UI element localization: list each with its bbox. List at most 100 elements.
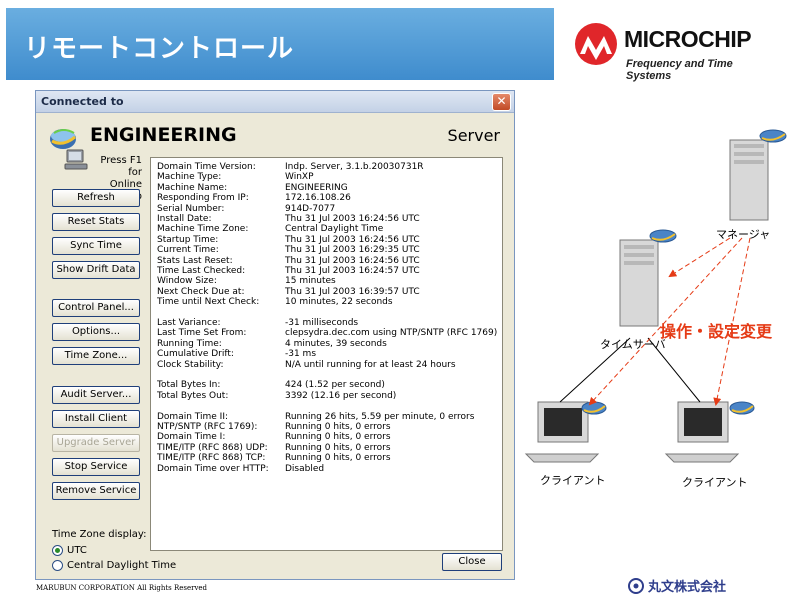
operation-label: 操作・設定変更 [660, 322, 773, 341]
info-row-label: Machine Type: [157, 172, 222, 183]
info-row: Domain Time Version: Indp. Server, 3.1.b.… [157, 162, 497, 172]
connected-dialog: Connected to ✕ ENGINEERING Server Press … [35, 90, 515, 580]
machine-name-heading: ENGINEERING [90, 124, 237, 146]
info-row-value: Indp. Server, 3.1.b.20030731R [285, 162, 424, 172]
info-row [157, 370, 497, 380]
manager-server-icon [729, 129, 787, 221]
info-row-label: TIME/ITP (RFC 868) UDP: [157, 442, 268, 453]
info-row-label: Clock Stability: [157, 359, 224, 370]
info-row-value: Thu 31 Jul 2003 16:24:56 UTC [285, 234, 420, 245]
slide-title: リモートコントロール [24, 34, 295, 64]
marubun-logo-icon [628, 578, 644, 594]
info-row-value: Thu 31 Jul 2003 16:24:56 UTC [285, 214, 420, 224]
info-row-label: Cumulative Drift: [157, 349, 234, 360]
info-row: Machine Time Zone:Central Daylight Time [157, 224, 497, 234]
info-row-label: Next Check Due at: [157, 286, 245, 297]
info-row-label: Domain Time I: [157, 432, 226, 443]
help-computer-icon [64, 149, 88, 170]
info-row-label: TIME/ITP (RFC 868) TCP: [157, 453, 266, 464]
logo-subtitle: Frequency and Time Systems [626, 58, 733, 82]
info-row-value: Thu 31 Jul 2003 16:29:35 UTC [285, 245, 420, 256]
reset-stats-button[interactable]: Reset Stats [52, 213, 140, 231]
info-row: Domain Time II: Running 26 hits, 5.59 per… [157, 412, 497, 422]
info-row: Stats Last Reset: Thu 31 Jul 2003 16:24:5… [157, 256, 497, 266]
info-row-label: Last Time Set From: [157, 328, 247, 339]
time-zone-button[interactable]: Time Zone... [52, 347, 140, 365]
time-server-icon [619, 229, 677, 327]
info-row-value: Thu 31 Jul 2003 16:39:57 UTC [285, 286, 420, 297]
show-drift-data-button[interactable]: Show Drift Data [52, 261, 140, 279]
info-row-value: Thu 31 Jul 2003 16:24:56 UTC [285, 255, 420, 266]
close-button[interactable]: Close [442, 553, 502, 571]
tz-radio-utc[interactable]: UTC [52, 545, 252, 557]
options-button[interactable]: Options... [52, 323, 140, 341]
network-diagram [524, 129, 787, 463]
tz-radio-local[interactable]: Central Daylight Time [52, 560, 252, 572]
microchip-emblem-icon [575, 23, 617, 65]
info-row: TIME/ITP (RFC 868) UDP:Running 0 hits, 0… [157, 443, 497, 453]
dialog-titlebar[interactable]: Connected to ✕ [36, 91, 514, 113]
stop-service-button[interactable]: Stop Service [52, 458, 140, 476]
install-client-button[interactable]: Install Client [52, 410, 140, 428]
info-row-value: 15 minutes [285, 276, 336, 287]
tz-display-label: Time Zone display: [52, 529, 147, 540]
info-row-label: Total Bytes Out: [157, 390, 229, 401]
radio-unselected-icon[interactable] [52, 560, 63, 571]
info-row-value: Central Daylight Time [285, 224, 384, 235]
info-row: Current Time: Thu 31 Jul 2003 16:29:35 UT… [157, 245, 497, 255]
client-right-computer-icon [664, 401, 755, 463]
info-row-label: Window Size: [157, 276, 217, 287]
info-row-label: Stats Last Reset: [157, 255, 233, 266]
info-row-label: Machine Name: [157, 182, 228, 193]
client-left-label: クライアント [540, 474, 606, 487]
info-row: Machine Name:ENGINEERING [157, 183, 497, 193]
info-row [157, 401, 497, 411]
info-row: Install Date: Thu 31 Jul 2003 16:24:56 UT… [157, 214, 497, 224]
upgrade-server-button[interactable]: Upgrade Server [52, 434, 140, 452]
company-name: 丸文株式会社 [648, 580, 727, 595]
sync-line-right [647, 337, 701, 403]
info-row-label: NTP/SNTP (RFC 1769): [157, 422, 258, 432]
tz-radio-local-label: Central Daylight Time [67, 560, 177, 571]
info-row: Running Time:4 minutes, 39 seconds [157, 339, 497, 349]
info-row-label: Current Time: [157, 245, 219, 256]
domain-time-app-icon [50, 129, 76, 149]
info-row: Cumulative Drift: -31 ms [157, 349, 497, 359]
control-arrow-to-timeserver [668, 237, 731, 278]
info-row-label: Running Time: [157, 338, 222, 349]
info-row: Startup Time:Thu 31 Jul 2003 16:24:56 UT… [157, 235, 497, 245]
info-row: Last Time Set From:clepsydra.dec.com usi… [157, 328, 497, 338]
info-row: Window Size: 15 minutes [157, 276, 497, 286]
info-row-value: 424 (1.52 per second) [285, 380, 385, 391]
sync-time-button[interactable]: Sync Time [52, 237, 140, 255]
info-row-value: Running 0 hits, 0 errors [285, 422, 391, 432]
info-row-value: -31 ms [285, 349, 317, 360]
role-label: Server [447, 126, 500, 145]
info-row-value: Running 26 hits, 5.59 per minute, 0 erro… [285, 411, 475, 422]
info-row-label: Domain Time Version: [157, 162, 256, 172]
info-row: Next Check Due at: Thu 31 Jul 2003 16:39:… [157, 287, 497, 297]
info-row: Responding From IP:172.16.108.26 [157, 193, 497, 203]
time-server-label: タイムサーバ [600, 338, 666, 351]
info-row-value: Disabled [285, 463, 325, 474]
info-row: Last Variance:-31 milliseconds [157, 318, 497, 328]
sync-line-left [559, 337, 631, 403]
remove-service-button[interactable]: Remove Service [52, 482, 140, 500]
info-row: Domain Time I:Running 0 hits, 0 errors [157, 432, 497, 442]
info-row-label: Time until Next Check: [157, 297, 260, 308]
copyright-text: MARUBUN CORPORATION All Rights Reserved [36, 584, 208, 592]
info-row: Total Bytes In:424 (1.52 per second) [157, 380, 497, 390]
audit-server-button[interactable]: Audit Server... [52, 386, 140, 404]
refresh-button[interactable]: Refresh [52, 189, 140, 207]
tz-radio-utc-label: UTC [67, 545, 87, 556]
server-info-panel: Domain Time Version: Indp. Server, 3.1.b.… [150, 157, 503, 551]
dialog-title: Connected to [41, 95, 124, 108]
info-row-value: 914D-7077 [285, 203, 336, 214]
info-row-label: Domain Time II: [157, 411, 229, 422]
dialog-close-button[interactable]: ✕ [492, 93, 511, 111]
radio-selected-icon[interactable] [52, 545, 63, 556]
info-row: TIME/ITP (RFC 868) TCP:Running 0 hits, 0… [157, 453, 497, 463]
info-row-label: Install Date: [157, 214, 212, 224]
info-row-value: N/A until running for at least 24 hours [285, 359, 456, 370]
control-panel-button[interactable]: Control Panel... [52, 299, 140, 317]
